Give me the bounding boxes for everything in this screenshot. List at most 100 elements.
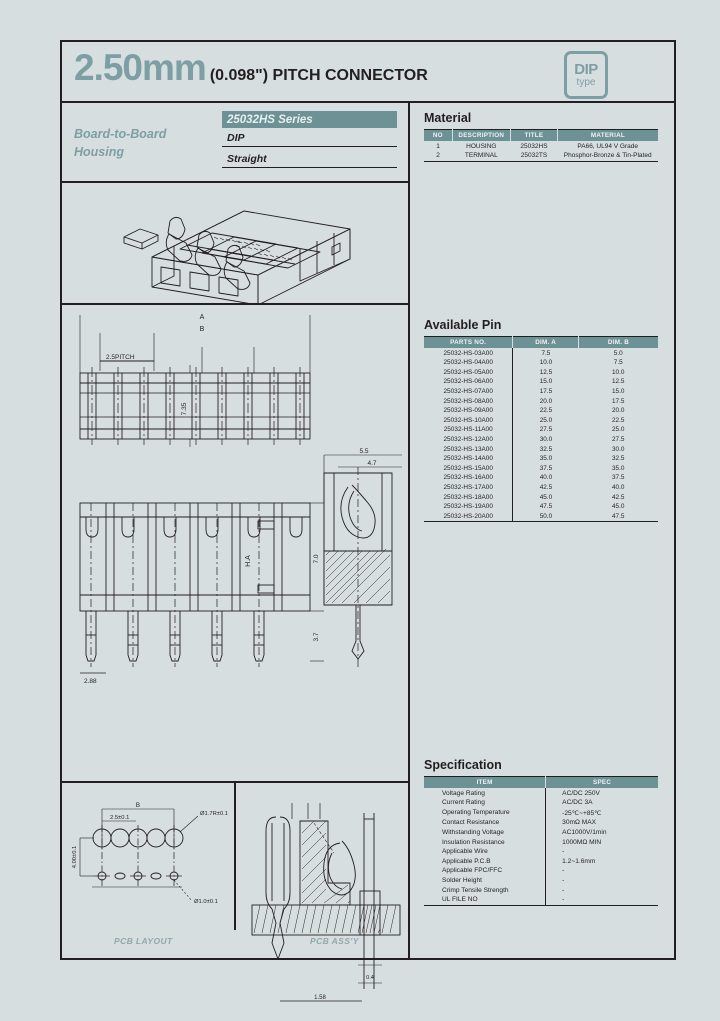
table-cell: 27.5 [539,426,553,434]
dip-type-logo: DIP type [564,51,608,99]
product-category: Board-to-Board Housing [74,125,224,161]
pitch-subtitle: (0.098") PITCH CONNECTOR [209,67,428,84]
table-row: UL FILE NO- [424,894,658,905]
table-cell: 47.5 [611,512,625,520]
isometric-drawing [62,183,408,305]
dim-pitch-label: 2.5PITCH [106,354,135,361]
table-cell: - [562,886,565,894]
table-cell: Applicable Wire [424,846,547,857]
table-cell: Operating Temperature [424,807,547,819]
table-cell: 25032-HS-10A00 [424,415,514,426]
table-cell: 45.0 [611,503,625,511]
table-row: 25032-HS-17A00 42.5 40.0 [424,482,658,493]
table-cell: 32.5 [539,445,553,453]
table-cell: -25℃~+85℃ [562,809,602,817]
page-header: 2.50mm (0.098") PITCH CONNECTOR DIP type [62,42,674,103]
table-cell: AC1000V/1min [562,829,607,837]
table-cell: Insulation Resistance [424,837,547,847]
table-cell: AC/DC 250V [562,789,600,797]
pcb-hole-large-label: Ø1.7R±0.1 [200,811,228,817]
table-cell: 2 [436,152,440,160]
table-cell: 20.0 [611,407,625,415]
table-row: 25032-HS-11A00 27.5 25.0 [424,425,658,435]
table-cell: 12.5 [539,368,553,376]
table-row: 25032-HS-13A00 32.5 30.0 [424,444,658,454]
table-cell: 25032-HS-16A00 [424,473,514,483]
table-cell: 5.0 [613,349,623,357]
material-col-material: MATERIAL [556,129,658,142]
table-cell: - [562,848,565,856]
table-cell: 7.5 [541,349,551,357]
material-col-no: NO [424,129,453,142]
pcb-assy-caption: PCB ASS'Y [310,936,359,946]
table-cell: 7.5 [613,359,623,367]
table-cell: 37.5 [539,464,553,472]
table-row: Withstanding Voltage AC1000V/1min [424,827,658,838]
table-cell: 50.0 [539,512,553,520]
table-cell: TERMINAL [464,152,498,160]
table-cell: 1 [436,142,440,150]
available-pin-section-title: Available Pin [424,318,502,332]
table-cell: 1.2~1.6mm [562,857,596,865]
isometric-drawing-panel [62,183,408,305]
table-cell: 25032-HS-14A00 [424,453,514,464]
table-cell: Phosphor-Bronze & Tin-Plated [563,152,652,160]
table-cell: 25032HS [520,142,548,150]
table-cell: 25.0 [611,426,625,434]
table-cell: Current Rating [424,797,547,808]
dim-55-label: 5.5 [359,448,368,455]
table-cell: 25.0 [539,416,553,424]
table-cell: 42.5 [539,483,553,491]
assy-dim-04-label: 0.4 [366,975,374,981]
table-cell: 40.0 [611,483,625,491]
material-section-title: Material [424,111,472,125]
table-cell: Crimp Tensile Strength [424,885,547,895]
dim-70-label: 7.0 [313,554,320,563]
table-cell: 25032TS [520,152,548,160]
series-type: DIP [222,129,397,147]
table-cell: 25032-HS-07A00 [424,386,514,397]
specification-col-spec: SPEC [545,776,658,789]
table-cell: - [562,867,565,875]
table-cell: Solder Height [424,875,547,886]
table-cell: 15.0 [611,388,625,396]
pcb-hole-small-label: Ø1.0±0.1 [194,899,218,905]
table-cell: 10.0 [539,359,553,367]
table-cell: 17.5 [611,397,625,405]
table-cell: Contact Resistance [424,818,547,828]
table-cell: 30.0 [611,445,625,453]
table-row: Operating Temperature -25℃~+85℃ [424,807,658,819]
table-cell: 42.5 [611,493,625,501]
table-cell: 25032-HS-11A00 [424,425,514,435]
table-cell: UL FILE NO [424,894,547,905]
table-cell: 25032-HS-17A00 [424,482,514,493]
left-column: Board-to-Board Housing 25032HS Series DI… [62,103,410,1002]
table-cell: 45.0 [539,493,553,501]
table-cell: Applicable P.C.B [424,856,547,867]
table-cell: 25032-HS-13A00 [424,444,514,454]
table-cell: 10.0 [611,368,625,376]
dim-735-label: 7.35 [181,402,188,415]
table-cell: Withstanding Voltage [424,827,547,838]
table-cell: 25032-HS-08A00 [424,396,514,406]
mechanical-drawing: A B 2.5PITCH [62,305,408,781]
dip-logo-line2: type [576,77,596,88]
